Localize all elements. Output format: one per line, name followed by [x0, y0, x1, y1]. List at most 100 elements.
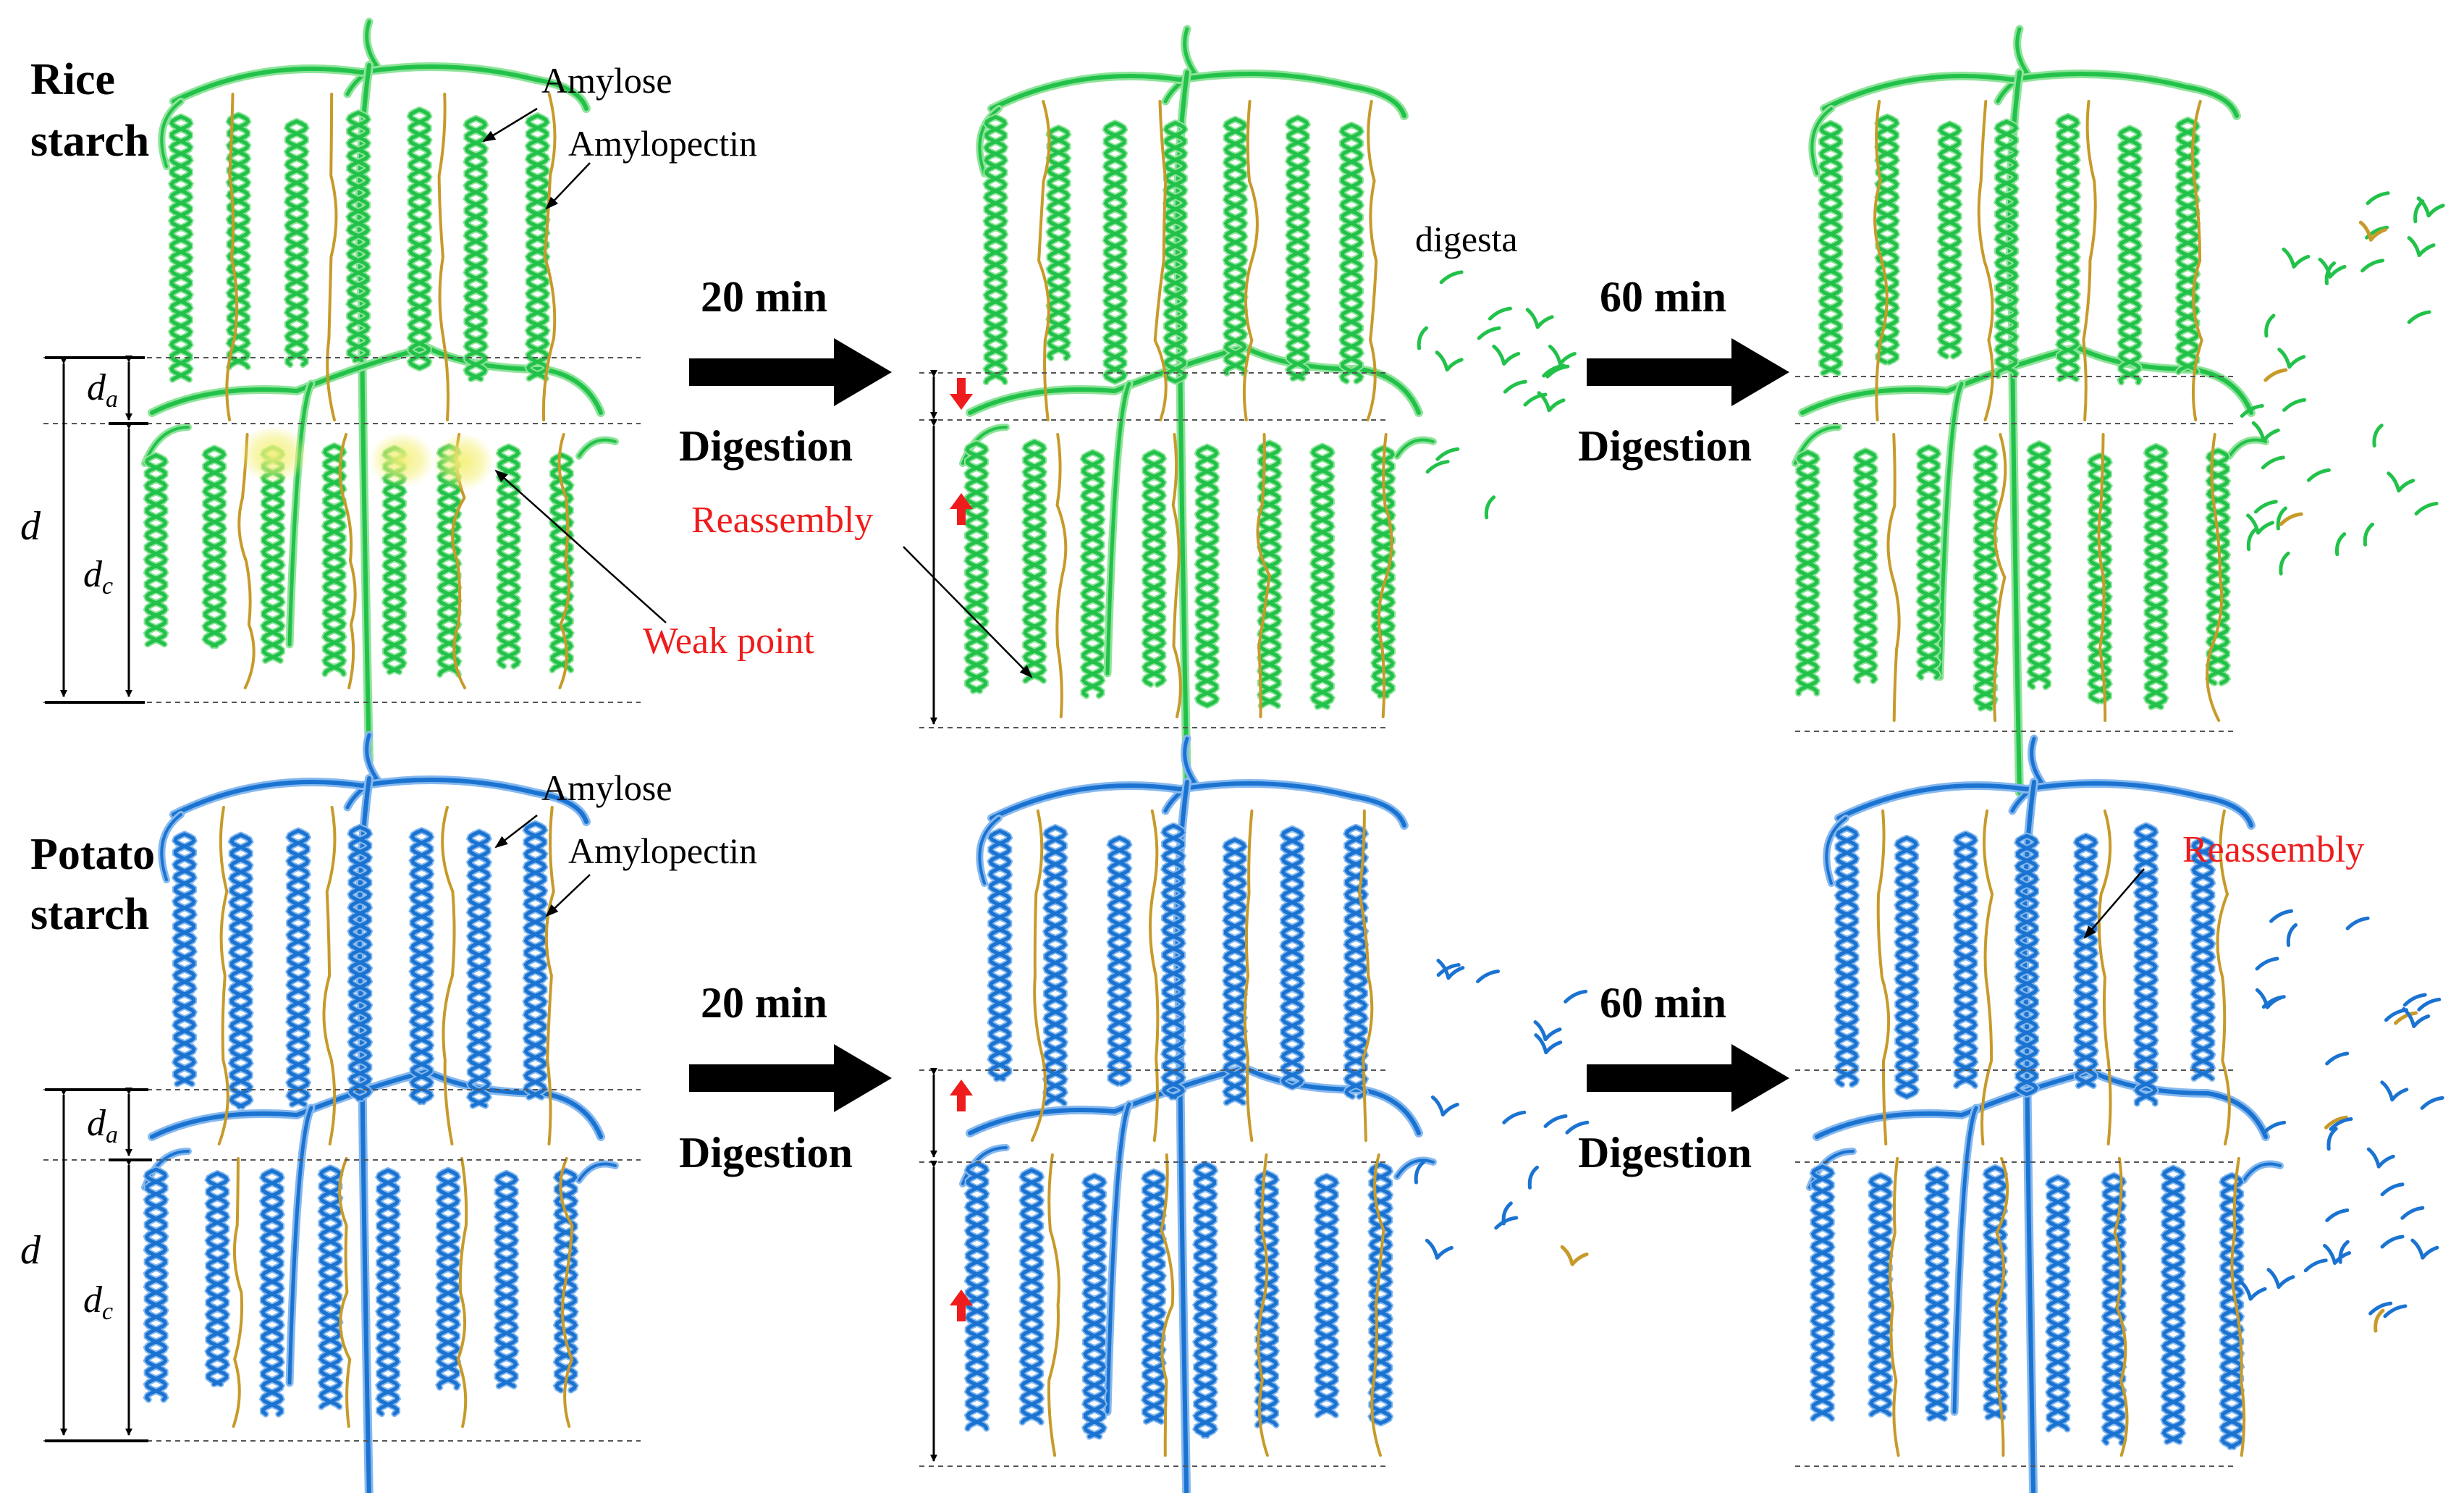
amylopectin-double-helix: [1309, 442, 1336, 710]
amylopectin-double-helix: [495, 443, 522, 670]
digesta-fragment: [2277, 348, 2306, 369]
text-labels: Rice starch Amylose Amylopectin Weak poi…: [20, 55, 2364, 1325]
amylopectin-double-helix: [1018, 1166, 1045, 1426]
amylopectin-double-helix: [463, 114, 489, 382]
amylopectin-double-helix: [2174, 117, 2201, 376]
digesta-fragment: [2380, 1235, 2405, 1249]
amylopectin-double-helix: [317, 1164, 344, 1410]
red-down-arrow-icon: [950, 378, 973, 410]
amylose-strand: [2113, 1157, 2129, 1457]
amylopectin-double-helix: [1936, 120, 1963, 360]
digesta-fragment: [1548, 345, 1577, 366]
amylopectin-double-helix: [1993, 118, 2020, 379]
digesta-fragment: [2255, 956, 2279, 971]
digesta-fragment: [1484, 495, 1496, 520]
digesta-fragment: [2368, 1301, 2393, 1316]
layer-boundaries: [43, 357, 2237, 1467]
digesta-fragment: [1414, 1160, 1425, 1185]
digesta-fragment: [2325, 1208, 2350, 1222]
digesta-fragment: [2413, 199, 2425, 224]
digesta-fragment: [2325, 1051, 2350, 1066]
amylopectin-double-helix: [1194, 443, 1220, 709]
rice-60min-structure: [1792, 25, 2269, 797]
potato-title-line1: Potato: [30, 830, 155, 879]
amylopectin-double-helix: [345, 109, 372, 364]
amylose-strand: [559, 1157, 574, 1428]
rice-digesta-60min: [2240, 191, 2445, 576]
amylose-strand: [322, 806, 337, 1145]
amylopectin-double-helix: [1367, 1161, 1394, 1426]
amylopectin-double-helix: [1313, 1172, 1341, 1418]
digesta-fragment: [1525, 308, 1554, 329]
digesta-fragment: [1435, 350, 1464, 372]
amylose-strand: [1242, 100, 1259, 421]
digesta-fragment: [2246, 527, 2258, 552]
digesta-fragment: [2238, 1279, 2267, 1301]
amylopectin-double-helix: [1817, 119, 1844, 377]
digesta-fragment: [2402, 993, 2427, 1007]
digesta-fragment: [2246, 513, 2275, 535]
amylose-strand: [232, 1157, 244, 1428]
amylopectin-double-helix: [1021, 438, 1048, 684]
digesta-fragment: [2417, 997, 2442, 1012]
amylopectin-double-helix: [1256, 440, 1283, 710]
amylopectin-double-helix: [1140, 1168, 1168, 1425]
digesta-fragment: [2269, 909, 2294, 923]
process-arrows: [689, 338, 1789, 1112]
digesta-fragment: [1430, 1095, 1459, 1116]
rice-title-line2: starch: [30, 117, 149, 166]
amylopectin-double-helix: [1253, 1169, 1280, 1429]
digesta-fragment: [1477, 326, 1501, 340]
amylose-strand: [1256, 433, 1271, 718]
amylose-strand: [1037, 100, 1051, 421]
digesta-fragment: [2266, 1268, 2295, 1290]
amylopectin-double-helix: [1370, 445, 1397, 699]
amylopectin-double-helix: [1794, 449, 1821, 697]
potato-step2-time: 60 min: [1600, 979, 1726, 1027]
amylopectin-double-helix: [1852, 447, 1879, 685]
digesta-fragment: [2253, 500, 2278, 514]
digesta-fragment: [1564, 989, 1588, 1004]
amylose-strand: [1149, 809, 1160, 1142]
amylose-strand: [2190, 100, 2203, 421]
amylopectin-double-helix: [201, 445, 228, 649]
digesta-fragment: [2400, 1206, 2425, 1220]
amylopectin-double-helix: [204, 1170, 231, 1388]
amylose-strand: [544, 806, 555, 1145]
red-up-arrow-icon: [950, 493, 973, 525]
rice-step2-time: 60 min: [1600, 273, 1726, 321]
amylopectin-double-helix: [1162, 119, 1189, 385]
digesta-fragment: [2416, 196, 2445, 218]
amylopectin-double-helix: [1222, 116, 1249, 377]
digesta-fragment: [2306, 468, 2331, 482]
amylopectin-double-helix: [1342, 823, 1370, 1100]
potato-d-label: d: [20, 1228, 41, 1273]
potato-native-structure: [141, 731, 619, 1493]
digesta-fragment: [1436, 959, 1465, 980]
rice-step1-action: Digestion: [679, 422, 853, 470]
amylopectin-double-helix: [465, 828, 493, 1109]
red-up-arrow-icon: [950, 1290, 973, 1321]
digesta-fragment: [2338, 1240, 2350, 1264]
amylopectin-double-helix: [982, 114, 1009, 386]
digesta-fragment: [2324, 261, 2337, 286]
amylopectin-double-helix: [1160, 822, 1187, 1101]
amylose-strand: [1980, 809, 1994, 1145]
digesta-fragment: [2329, 1116, 2353, 1131]
amylopectin-double-helix: [408, 827, 435, 1106]
rice-digesta-label: digesta: [1415, 219, 1518, 259]
amylose-strand: [237, 433, 256, 689]
digesta-fragment: [1425, 460, 1450, 474]
digesta-fragment: [2380, 1182, 2405, 1197]
rice-20min-structure: [959, 25, 1437, 794]
amylopectin-double-helix: [1867, 1172, 1894, 1418]
digesta-fragment: [2407, 236, 2436, 258]
amylopectin-double-helix: [2101, 1172, 2127, 1446]
amylose-strand: [338, 433, 357, 689]
digesta-fragment: [2414, 501, 2439, 516]
right-arrow-icon: [1587, 338, 1789, 406]
amylopectin-double-helix: [1045, 125, 1072, 362]
amylopectin-double-helix: [347, 823, 374, 1102]
